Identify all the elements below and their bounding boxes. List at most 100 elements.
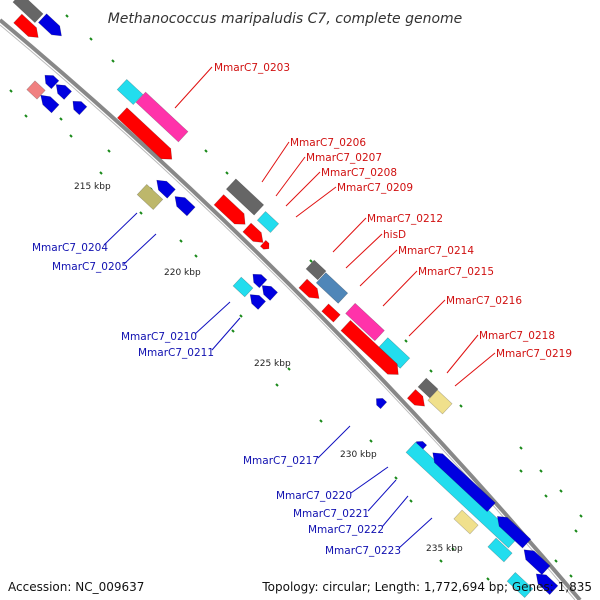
tick-mark <box>59 117 63 121</box>
gene-label[interactable]: MmarC7_0204 <box>32 242 108 254</box>
gene-feature[interactable] <box>69 97 88 116</box>
gene-label[interactable]: MmarC7_0203 <box>214 62 290 74</box>
tick-mark <box>394 476 398 480</box>
tick-mark <box>69 134 73 138</box>
gene-feature[interactable] <box>453 509 479 535</box>
gene-feature[interactable] <box>116 78 144 106</box>
gene-label[interactable]: MmarC7_0209 <box>337 182 413 194</box>
gene-feature[interactable] <box>377 337 411 369</box>
gene-feature[interactable] <box>116 107 176 165</box>
gene-feature[interactable] <box>340 319 403 379</box>
gene-feature[interactable] <box>305 259 327 281</box>
gene-feature[interactable] <box>298 278 323 303</box>
tick-mark <box>554 559 558 563</box>
tick-mark <box>309 259 313 263</box>
tick-mark <box>569 574 573 578</box>
label-leader <box>398 517 433 549</box>
gene-feature[interactable] <box>213 194 250 230</box>
tick-mark <box>544 494 548 498</box>
gene-label[interactable]: MmarC7_0214 <box>398 245 474 257</box>
tick-mark <box>194 254 198 258</box>
gene-feature[interactable] <box>256 211 280 233</box>
gene-feature[interactable] <box>171 192 196 217</box>
gene-feature[interactable] <box>373 395 388 410</box>
gene-label[interactable]: MmarC7_0206 <box>290 137 366 149</box>
gene-feature[interactable] <box>321 303 341 323</box>
gene-feature[interactable] <box>259 239 271 251</box>
tick-mark <box>559 489 563 493</box>
gene-feature[interactable] <box>41 71 60 90</box>
gene-feature[interactable] <box>532 569 559 595</box>
gene-label[interactable]: MmarC7_0210 <box>121 331 197 343</box>
tick-mark <box>99 171 103 175</box>
gene-feature[interactable] <box>52 81 73 100</box>
label-leader <box>382 270 418 307</box>
gene-feature[interactable] <box>417 377 439 399</box>
gene-feature[interactable] <box>493 512 532 549</box>
gene-feature[interactable] <box>246 291 267 310</box>
tick-mark <box>239 314 243 318</box>
gene-feature[interactable] <box>506 572 534 598</box>
tick-mark <box>369 439 373 443</box>
gene-feature[interactable] <box>249 270 268 289</box>
genome-backbone-shadow <box>0 24 576 600</box>
gene-label[interactable]: MmarC7_0211 <box>138 347 214 359</box>
gene-label[interactable]: MmarC7_0208 <box>321 167 397 179</box>
tick-mark <box>519 469 523 473</box>
gene-label[interactable]: MmarC7_0222 <box>308 524 384 536</box>
label-leader <box>381 495 409 528</box>
gene-label[interactable]: MmarC7_0223 <box>325 545 401 557</box>
gene-feature[interactable] <box>26 80 46 100</box>
gene-feature[interactable] <box>487 537 513 563</box>
gene-feature[interactable] <box>136 183 164 211</box>
gene-feature[interactable] <box>427 389 453 415</box>
gene-label[interactable]: hisD <box>383 229 406 241</box>
gene-label[interactable]: MmarC7_0217 <box>243 455 319 467</box>
gene-label[interactable]: MmarC7_0205 <box>52 261 128 273</box>
gene-feature[interactable] <box>13 13 43 42</box>
gene-label[interactable]: MmarC7_0220 <box>276 490 352 502</box>
gene-label[interactable]: MmarC7_0221 <box>293 508 369 520</box>
gene-feature[interactable] <box>242 222 267 247</box>
tick-mark <box>519 446 523 450</box>
scale-label: 225 kbp <box>254 359 291 369</box>
label-leader <box>261 141 290 183</box>
map-title: Methanococcus maripaludis C7, complete g… <box>108 11 463 27</box>
gene-label[interactable]: MmarC7_0218 <box>479 330 555 342</box>
gene-feature[interactable] <box>37 91 60 114</box>
gene-feature[interactable] <box>225 178 265 216</box>
gene-feature[interactable] <box>345 302 385 342</box>
gene-feature[interactable] <box>12 0 44 24</box>
label-leader <box>275 156 306 197</box>
gene-feature[interactable] <box>406 389 428 410</box>
gene-feature[interactable] <box>429 448 496 513</box>
gene-feature[interactable] <box>135 91 189 143</box>
gene-label[interactable]: MmarC7_0207 <box>306 152 382 164</box>
topology-text: Topology: circular; Length: 1,772,694 bp… <box>262 580 592 594</box>
tick-mark <box>459 404 463 408</box>
scale-labels: 215 kbp 220 kbp 225 kbp 230 kbp 235 kbp <box>74 182 463 554</box>
gene-feature[interactable] <box>315 272 349 304</box>
gene-label[interactable]: MmarC7_0215 <box>418 266 494 278</box>
gene-feature[interactable] <box>153 176 176 199</box>
label-leader <box>446 334 479 374</box>
gene-feature[interactable] <box>232 276 254 298</box>
tick-mark <box>439 559 443 563</box>
gene-label[interactable]: MmarC7_0216 <box>446 295 522 307</box>
gene-label[interactable]: MmarC7_0219 <box>496 348 572 360</box>
tick-mark <box>574 529 578 533</box>
tick-mark <box>486 577 490 581</box>
gene-feature[interactable] <box>405 441 519 549</box>
label-leader <box>367 479 397 512</box>
tick-mark <box>89 37 93 41</box>
label-leader <box>103 212 138 246</box>
gene-feature[interactable] <box>520 545 551 576</box>
tick-mark <box>579 514 583 518</box>
gene-feature[interactable] <box>258 282 279 301</box>
label-leader <box>359 249 398 287</box>
labels-forward: MmarC7_0203 MmarC7_0206 MmarC7_0207 Mmar… <box>214 62 572 360</box>
label-leader <box>408 299 446 337</box>
gene-feature[interactable] <box>37 13 65 41</box>
gene-label[interactable]: MmarC7_0212 <box>367 213 443 225</box>
